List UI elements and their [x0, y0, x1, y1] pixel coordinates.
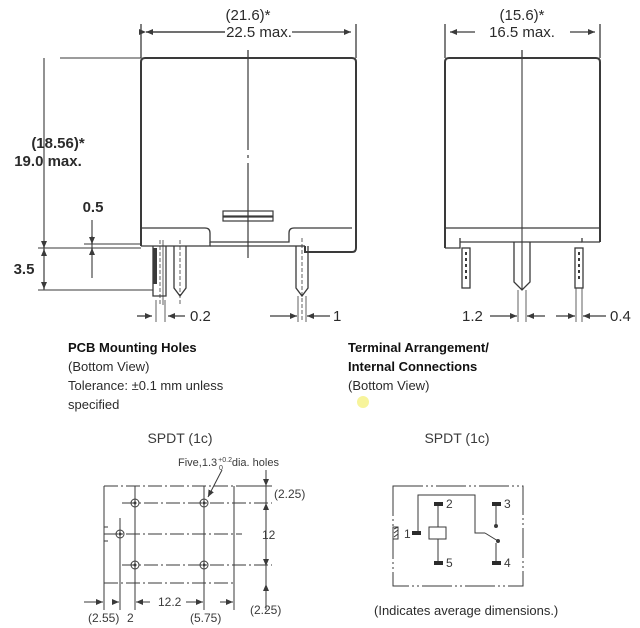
pcb-tolerance: Tolerance: ±0.1 mm unless — [68, 378, 224, 393]
left-offset-dim: (2.55) — [88, 611, 119, 625]
top-offset-dim: (2.25) — [274, 487, 305, 501]
front-width-avg: (21.6)* — [225, 7, 270, 24]
pcb-section-subtitle: (Bottom View) — [68, 359, 150, 374]
pin-width-right-dim: 1 — [333, 308, 341, 325]
standoff-dim: 0.5 — [83, 199, 104, 216]
front-width-max: 22.5 max. — [226, 24, 292, 41]
side-width-avg: (15.6)* — [499, 7, 544, 24]
side-width-max: 16.5 max. — [489, 24, 555, 41]
side-view — [444, 24, 606, 322]
right-offset-dim: (5.75) — [190, 611, 221, 625]
cursor-highlight — [357, 396, 369, 408]
terminal-arrangement-caption: Terminal Arrangement/ Internal Connectio… — [348, 338, 489, 395]
left-pitch-dim: 2 — [127, 611, 134, 625]
footnote: (Indicates average dimensions.) — [374, 603, 559, 618]
pcb-mounting-holes-caption: PCB Mounting Holes (Bottom View) Toleran… — [68, 338, 223, 414]
pin-pitch-dim: 1.2 — [462, 308, 483, 325]
pin-5-label: 5 — [446, 556, 453, 570]
terminal-title-line2: Internal Connections — [348, 359, 478, 374]
terminal-diagram-title: SPDT (1c) — [424, 430, 489, 446]
pcb-diagram-title: SPDT (1c) — [147, 430, 212, 446]
front-height-max: 19.0 max. — [14, 153, 82, 170]
pin-3-label: 3 — [504, 497, 511, 511]
front-height-avg: (18.56)* — [31, 135, 85, 152]
pin-thickness-dim: 0.4 — [610, 308, 631, 325]
pcb-hole-layout — [84, 469, 272, 610]
horizontal-span-dim: 12.2 — [158, 595, 182, 609]
terminal-subtitle: (Bottom View) — [348, 378, 430, 393]
vertical-span-dim: 12 — [262, 528, 276, 542]
pin-length-dim: 3.5 — [14, 261, 35, 278]
bottom-offset-dim: (2.25) — [250, 603, 281, 617]
pcb-tolerance-cont: specified — [68, 397, 120, 412]
terminal-schematic — [392, 485, 524, 587]
terminal-title-line1: Terminal Arrangement/ — [348, 340, 489, 355]
pin-1-label: 1 — [404, 527, 411, 541]
pcb-section-title: PCB Mounting Holes — [68, 340, 197, 355]
front-view — [38, 24, 357, 322]
pin-4-label: 4 — [504, 556, 511, 570]
pin-width-left-dim: 0.2 — [190, 308, 211, 325]
pin-2-label: 2 — [446, 497, 453, 511]
terminal-pins — [412, 502, 501, 565]
